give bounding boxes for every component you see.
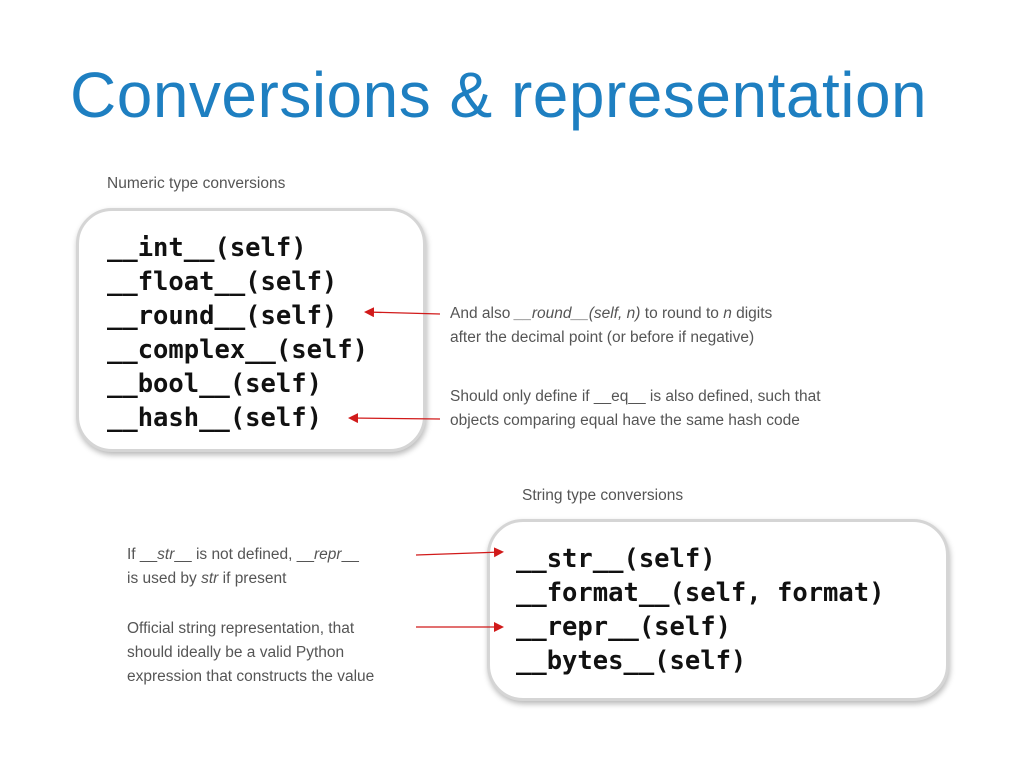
arrow-str xyxy=(415,547,504,558)
str-note: If __str__ is not defined, __repr__ is u… xyxy=(127,543,359,591)
string-methods-box: __str__(self) __format__(self, format) _… xyxy=(487,519,949,701)
method-float: __float__(self) xyxy=(107,267,338,297)
method-round: __round__(self) xyxy=(107,301,338,331)
hash-note-line1: Should only define if __eq__ is also def… xyxy=(450,388,821,405)
round-note-line2: after the decimal point (or before if ne… xyxy=(450,329,755,346)
method-int: __int__(self) xyxy=(107,233,307,263)
round-note: And also __round__(self, n) to round to … xyxy=(450,302,772,350)
arrow-round xyxy=(364,307,441,318)
round-note-line1: And also __round__(self, n) to round to … xyxy=(450,305,773,322)
method-format: __format__(self, format) xyxy=(516,578,885,608)
method-bytes: __bytes__(self) xyxy=(516,646,747,676)
method-bool: __bool__(self) xyxy=(107,369,322,399)
string-section-label: String type conversions xyxy=(522,487,684,504)
method-str: __str__(self) xyxy=(516,544,716,574)
str-note-line2: is used by str if present xyxy=(127,570,287,587)
slide-title: Conversions & representation xyxy=(70,59,928,131)
str-note-line1: If __str__ is not defined, __repr__ xyxy=(127,546,359,563)
repr-note-line2: should ideally be a valid Python xyxy=(127,644,345,661)
hash-note: Should only define if __eq__ is also def… xyxy=(450,385,821,433)
arrow-hash xyxy=(348,413,441,424)
method-complex: __complex__(self) xyxy=(107,335,368,365)
repr-note: Official string representation, that sho… xyxy=(127,617,374,689)
numeric-section-label: Numeric type conversions xyxy=(107,175,286,192)
repr-note-line1: Official string representation, that xyxy=(127,620,355,637)
method-hash: __hash__(self) xyxy=(107,403,322,433)
method-repr: __repr__(self) xyxy=(516,612,731,642)
repr-note-line3: expression that constructs the value xyxy=(127,668,375,685)
numeric-methods-box: __int__(self) __float__(self) __round__(… xyxy=(76,208,426,452)
hash-note-line2: objects comparing equal have the same ha… xyxy=(450,412,800,429)
